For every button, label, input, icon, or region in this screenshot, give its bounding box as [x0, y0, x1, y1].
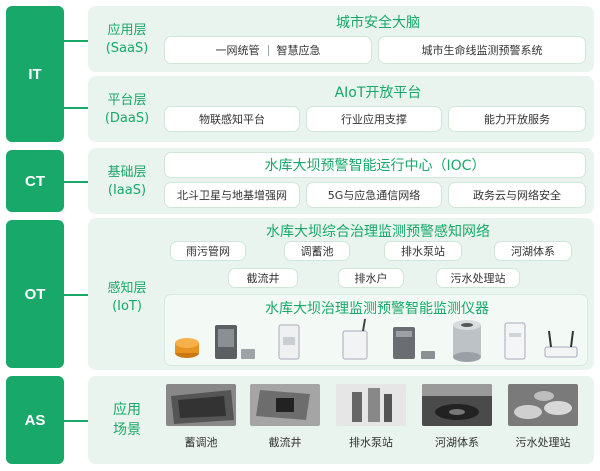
iot-layer-label: 感知层 (IoT)	[107, 281, 147, 314]
tab-ot: OT	[6, 220, 64, 368]
daas-pill-2: 行业应用支撑	[306, 106, 442, 132]
iaas-title-box: 水库大坝预警智能运行中心（IOC）	[164, 152, 586, 178]
daas-title: AIoT开放平台	[334, 85, 422, 101]
iaas-pill-2: 5G与应急通信网络	[306, 182, 442, 208]
white-mounted-box-icon	[278, 324, 300, 360]
iot-net-intercept-well: 截流井	[228, 268, 298, 288]
device-row	[175, 318, 578, 362]
white-tall-box-icon	[504, 322, 526, 360]
tab-it: IT	[6, 6, 64, 142]
scenes-layer-label: 应用 场景	[113, 402, 141, 438]
separator	[267, 44, 269, 56]
saas-title: 城市安全大脑	[336, 15, 420, 31]
small-module-icon	[421, 351, 435, 359]
connector-daas	[64, 107, 88, 109]
scene-label-river-lake: 河湖体系	[435, 436, 479, 449]
tab-it-label: IT	[28, 65, 42, 83]
small-gray-module-icon	[241, 349, 255, 359]
iaas-pill-3: 政务云与网络安全	[448, 182, 586, 208]
connector-saas	[64, 40, 88, 42]
iot-net-sewage-plant: 污水处理站	[436, 268, 520, 288]
router-antennas-icon	[544, 330, 578, 358]
iaas-title: 水库大坝预警智能运行中心（IOC）	[264, 158, 486, 174]
iot-net-stormwater: 雨污管网	[170, 241, 246, 261]
scene-image-sewage-plant	[508, 384, 578, 426]
daas-panel: 平台层 (DaaS) AIoT开放平台 物联感知平台 行业应用支撑 能力开放服务	[88, 76, 594, 142]
scene-image-pump-station	[336, 384, 406, 426]
scene-label-intercept-well: 截流井	[268, 436, 302, 449]
daas-pill-3: 能力开放服务	[448, 106, 586, 132]
cylinder-sensor-icon	[453, 320, 481, 362]
iot-instrument-title: 水库大坝治理监测预警智能监测仪器	[265, 301, 489, 317]
iaas-pill-1: 北斗卫星与地基增强网	[164, 182, 300, 208]
tab-ct: CT	[6, 150, 64, 212]
iot-panel: 感知层 (IoT) 水库大坝综合治理监测预警感知网络 雨污管网 调蓄池 排水泵站…	[88, 218, 594, 370]
tab-as-label: AS	[24, 411, 46, 429]
scene-image-intercept-well	[250, 384, 320, 426]
scene-image-storage-pond	[166, 384, 236, 426]
scene-image-river-lake	[422, 384, 492, 426]
saas-layer-label: 应用层 (SaaS)	[105, 23, 149, 56]
daas-layer-label: 平台层 (DaaS)	[104, 93, 150, 126]
tab-as: AS	[6, 376, 64, 464]
iot-net-pump-station: 排水泵站	[384, 241, 462, 261]
connector-iaas	[64, 181, 88, 183]
saas-item-1: 一网统管	[215, 44, 260, 57]
iot-network-title: 水库大坝综合治理监测预警感知网络	[266, 224, 490, 240]
iot-instrument-panel: 水库大坝治理监测预警智能监测仪器	[164, 294, 588, 366]
orange-disc-sensor-icon	[175, 338, 199, 358]
scene-label-sewage-plant: 污水处理站	[515, 436, 571, 449]
connector-scenes	[64, 420, 88, 422]
saas-item-2: 智慧应急	[276, 44, 321, 57]
saas-pill-unified: 一网统管 智慧应急	[164, 36, 372, 64]
scene-label-storage-pond: 蓄调池	[184, 436, 218, 449]
daas-pill-1: 物联感知平台	[164, 106, 300, 132]
saas-pill-lifeline: 城市生命线监测预警系统	[378, 36, 586, 64]
gray-box-sensor-icon	[215, 325, 237, 359]
iot-net-storage-pond: 调蓄池	[284, 241, 350, 261]
iot-net-river-lake: 河湖体系	[494, 241, 572, 261]
tab-ct-label: CT	[25, 172, 45, 190]
iot-net-drainage-user: 排水户	[338, 268, 404, 288]
tab-ot-label: OT	[24, 285, 46, 303]
scenes-panel: 应用 场景 蓄调池 截流井 排水泵站 河湖体系 污水处理站	[88, 376, 594, 464]
connector-iot	[64, 294, 88, 296]
iaas-layer-label: 基础层 (IaaS)	[107, 165, 147, 198]
dark-gray-box-icon	[393, 327, 415, 359]
white-box-antenna-icon	[342, 318, 368, 360]
iaas-panel: 基础层 (IaaS) 水库大坝预警智能运行中心（IOC） 北斗卫星与地基增强网 …	[88, 148, 594, 214]
scene-label-pump-station: 排水泵站	[349, 436, 393, 449]
saas-panel: 应用层 (SaaS) 城市安全大脑 一网统管 智慧应急 城市生命线监测预警系统	[88, 6, 594, 72]
